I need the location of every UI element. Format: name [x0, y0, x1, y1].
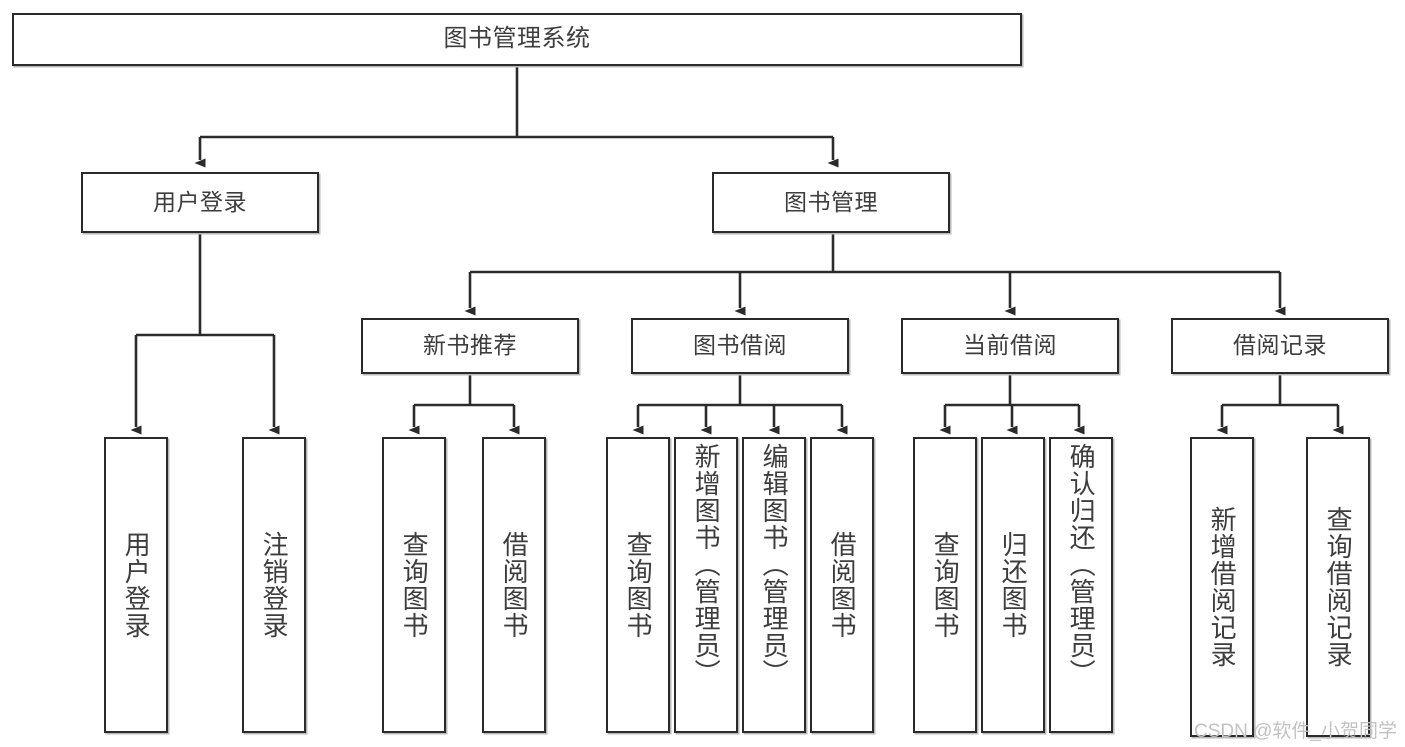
leaf-user-login[interactable]: 用户登录 [104, 437, 168, 733]
node-current-borrow[interactable]: 当前借阅 [901, 318, 1119, 374]
node-label: 当前借阅 [963, 332, 1057, 359]
node-label: 新增借阅记录 [1207, 506, 1238, 668]
leaf-add-borrow-record[interactable]: 新增借阅记录 [1190, 437, 1254, 737]
node-new-book-recommend[interactable]: 新书推荐 [361, 318, 579, 374]
node-label: 图书管理系统 [443, 25, 591, 53]
leaf-query-borrow-record[interactable]: 查询借阅记录 [1306, 437, 1370, 737]
node-label: 借阅图书 [827, 531, 858, 639]
node-book-borrow[interactable]: 图书借阅 [631, 318, 849, 374]
node-label: 编辑图书（管理员） [759, 443, 790, 686]
leaf-add-book[interactable]: 新增图书（管理员） [674, 437, 738, 733]
node-label: 用户登录 [121, 531, 152, 639]
node-label: 确认归还（管理员） [1066, 443, 1097, 686]
node-label: 借阅记录 [1233, 332, 1327, 359]
node-user-login[interactable]: 用户登录 [81, 172, 319, 233]
node-label: 图书管理 [784, 188, 878, 215]
node-label: 借阅图书 [499, 531, 530, 639]
node-label: 查询图书 [399, 531, 430, 639]
leaf-edit-book[interactable]: 编辑图书（管理员） [742, 437, 806, 733]
node-label: 新增图书（管理员） [691, 443, 722, 686]
node-book-manage[interactable]: 图书管理 [712, 172, 950, 233]
leaf-logout-login[interactable]: 注销登录 [242, 437, 306, 733]
node-label: 图书借阅 [693, 332, 787, 359]
csdn-watermark: CSDN @软件_小贺同学 [1194, 721, 1397, 742]
node-borrow-record[interactable]: 借阅记录 [1171, 318, 1389, 374]
node-label: 查询借阅记录 [1323, 506, 1354, 668]
leaf-return-book[interactable]: 归还图书 [981, 437, 1045, 733]
leaf-query-book-borrow[interactable]: 查询图书 [606, 437, 670, 733]
node-label: 归还图书 [998, 531, 1029, 639]
leaf-query-book-recommend[interactable]: 查询图书 [382, 437, 446, 733]
node-label: 新书推荐 [423, 332, 517, 359]
leaf-query-book-current[interactable]: 查询图书 [913, 437, 977, 733]
node-label: 注销登录 [259, 531, 290, 639]
node-label: 用户登录 [153, 188, 247, 215]
node-label: 查询图书 [623, 531, 654, 639]
leaf-borrow-book-recommend[interactable]: 借阅图书 [482, 437, 546, 733]
node-root-system[interactable]: 图书管理系统 [12, 13, 1022, 66]
leaf-borrow-book[interactable]: 借阅图书 [810, 437, 874, 733]
leaf-confirm-return[interactable]: 确认归还（管理员） [1049, 437, 1113, 733]
node-label: 查询图书 [930, 531, 961, 639]
